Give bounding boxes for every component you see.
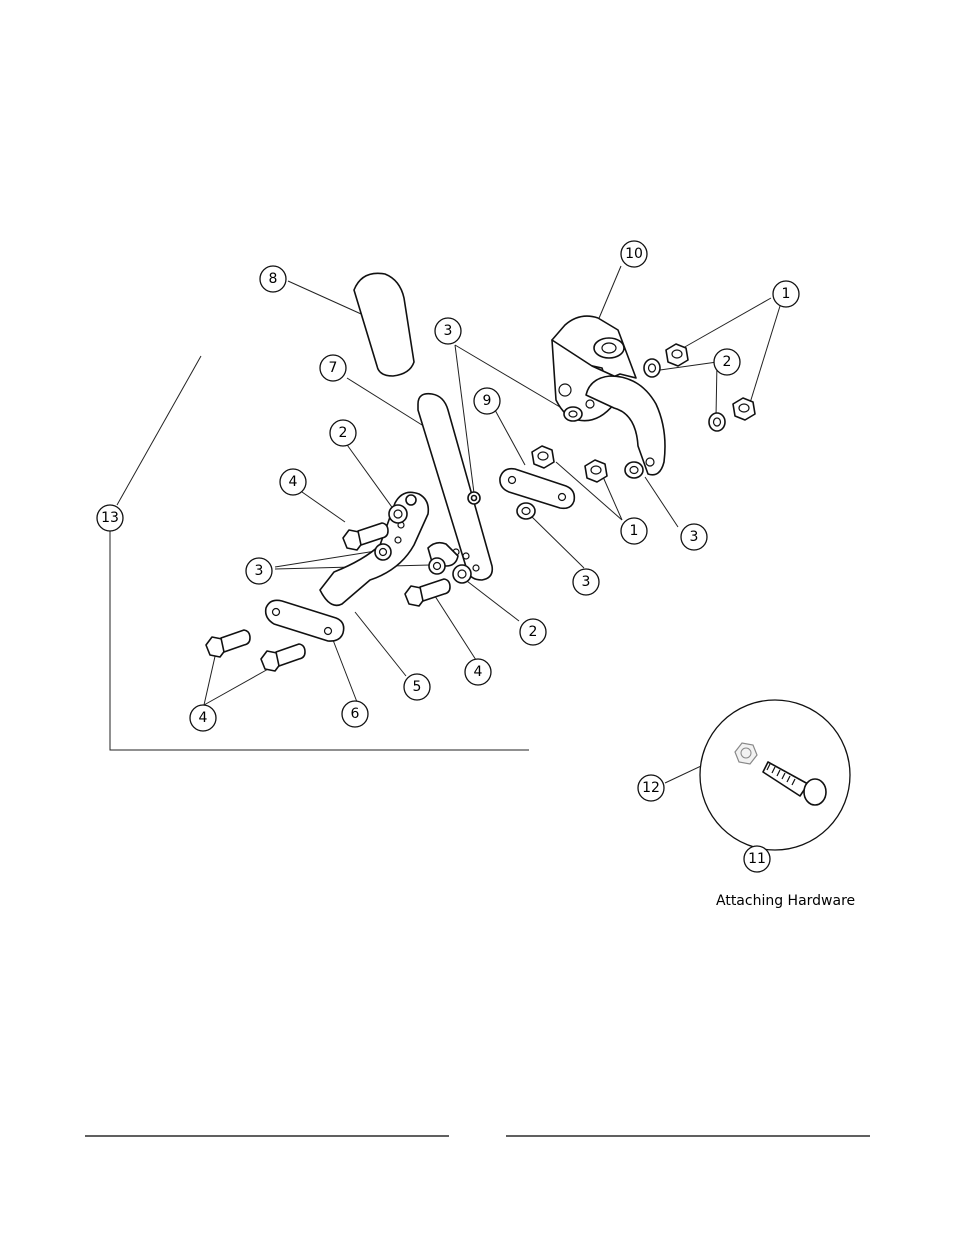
callout-4: 4 [189, 704, 217, 732]
washers [374, 358, 726, 584]
callout-label: 7 [329, 360, 338, 376]
inset-caption: Attaching Hardware [716, 893, 855, 909]
callout-2: 2 [519, 618, 547, 646]
callout-5: 5 [403, 673, 431, 701]
grip-part [353, 272, 415, 377]
callout-label: 12 [642, 780, 660, 796]
link-plate-part-9 [499, 467, 576, 510]
callout-label: 1 [630, 523, 639, 539]
callout-10: 10 [620, 240, 648, 268]
callout-label: 1 [782, 286, 791, 302]
callout-label: 13 [101, 510, 119, 526]
callout-label: 4 [199, 710, 208, 726]
callout-13: 13 [96, 504, 124, 532]
callout-label: 9 [483, 393, 492, 409]
callout-1: 1 [620, 517, 648, 545]
callout-label: 3 [444, 323, 453, 339]
callout-label: 10 [625, 246, 643, 262]
callout-11: 11 [743, 845, 771, 873]
callout-3: 3 [245, 557, 273, 585]
callout-2: 2 [713, 348, 741, 376]
callout-3: 3 [680, 523, 708, 551]
link-plate-part [264, 599, 345, 642]
callout-label: 3 [582, 574, 591, 590]
attaching-hardware-inset [699, 699, 851, 851]
callout-label: 3 [690, 529, 699, 545]
callout-7: 7 [319, 354, 347, 382]
callout-label: 2 [339, 425, 348, 441]
callout-label: 8 [269, 271, 278, 287]
callout-3: 3 [434, 317, 462, 345]
callout-9: 9 [473, 387, 501, 415]
callout-label: 2 [529, 624, 538, 640]
callout-12: 12 [637, 774, 665, 802]
callout-6: 6 [341, 700, 369, 728]
callout-1: 1 [772, 280, 800, 308]
callout-label: 6 [351, 706, 360, 722]
callout-label: 4 [474, 664, 483, 680]
callout-8: 8 [259, 265, 287, 293]
callout-label: 11 [748, 851, 766, 867]
callout-label: 2 [723, 354, 732, 370]
callout-label: 3 [255, 563, 264, 579]
callout-label: 5 [413, 679, 422, 695]
hex-bolts [205, 522, 451, 672]
callout-4: 4 [279, 468, 307, 496]
cam-housing-part [551, 315, 666, 476]
callout-label: 4 [289, 474, 298, 490]
callout-4: 4 [464, 658, 492, 686]
callout-3: 3 [572, 568, 600, 596]
callout-2: 2 [329, 419, 357, 447]
lock-nuts [531, 343, 756, 483]
